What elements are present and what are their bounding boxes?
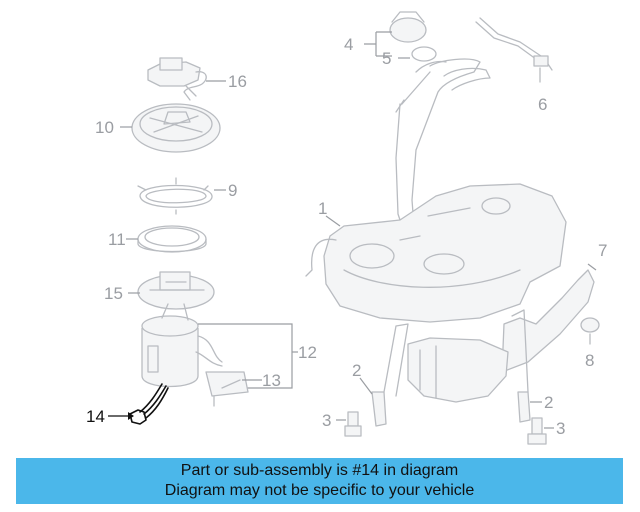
callout-3a: 3	[322, 411, 331, 430]
part-7-strap	[407, 269, 595, 403]
callout-9: 9	[228, 181, 237, 200]
parts-diagram: 16 10 9 11 15 12	[86, 11, 607, 445]
bracket-4	[364, 31, 392, 57]
lead-7	[587, 263, 597, 271]
callout-5: 5	[382, 49, 391, 68]
part-12-pump-module	[141, 303, 223, 388]
part-16-connector	[147, 57, 207, 101]
callout-11: 11	[108, 230, 126, 249]
banner-line-2: Diagram may not be specific to your vehi…	[164, 482, 475, 499]
callout-15: 15	[104, 284, 123, 303]
lead-1	[325, 215, 341, 227]
part-11-seal	[137, 225, 207, 253]
callout-8: 8	[585, 351, 594, 370]
lead-2a	[359, 377, 373, 395]
part-2-bracket-right	[511, 309, 531, 423]
part-8-grommet	[580, 317, 600, 345]
part-3-bolt-left	[344, 411, 362, 437]
info-banner: Part or sub-assembly is #14 in diagram D…	[16, 458, 623, 504]
callout-2a: 2	[352, 361, 361, 380]
banner-line-1: Part or sub-assembly is #14 in diagram	[180, 462, 459, 479]
callout-1: 1	[318, 199, 327, 218]
callout-14: 14	[86, 407, 105, 426]
callout-16: 16	[228, 72, 247, 91]
callout-2b: 2	[544, 393, 553, 412]
part-3-bolt-right	[527, 417, 547, 445]
part-4-filler-cap	[389, 11, 437, 62]
bracket-12	[198, 323, 293, 389]
part-13-sender	[205, 371, 249, 407]
callout-4: 4	[344, 35, 353, 54]
callout-7: 7	[598, 241, 607, 260]
callout-6: 6	[538, 95, 547, 114]
callout-10: 10	[95, 118, 114, 137]
callout-13: 13	[262, 371, 281, 390]
part-6-vent-line	[475, 17, 553, 83]
arrow-14	[128, 412, 134, 420]
part-1-fuel-tank	[305, 58, 567, 323]
callout-3b: 3	[556, 419, 565, 438]
part-14-wiring-harness	[129, 383, 169, 425]
part-15-pump-flange	[137, 271, 215, 310]
part-10-cover	[131, 103, 221, 153]
part-9-ring	[137, 177, 213, 215]
callout-12: 12	[298, 343, 317, 362]
part-2-bracket-left	[371, 323, 409, 427]
